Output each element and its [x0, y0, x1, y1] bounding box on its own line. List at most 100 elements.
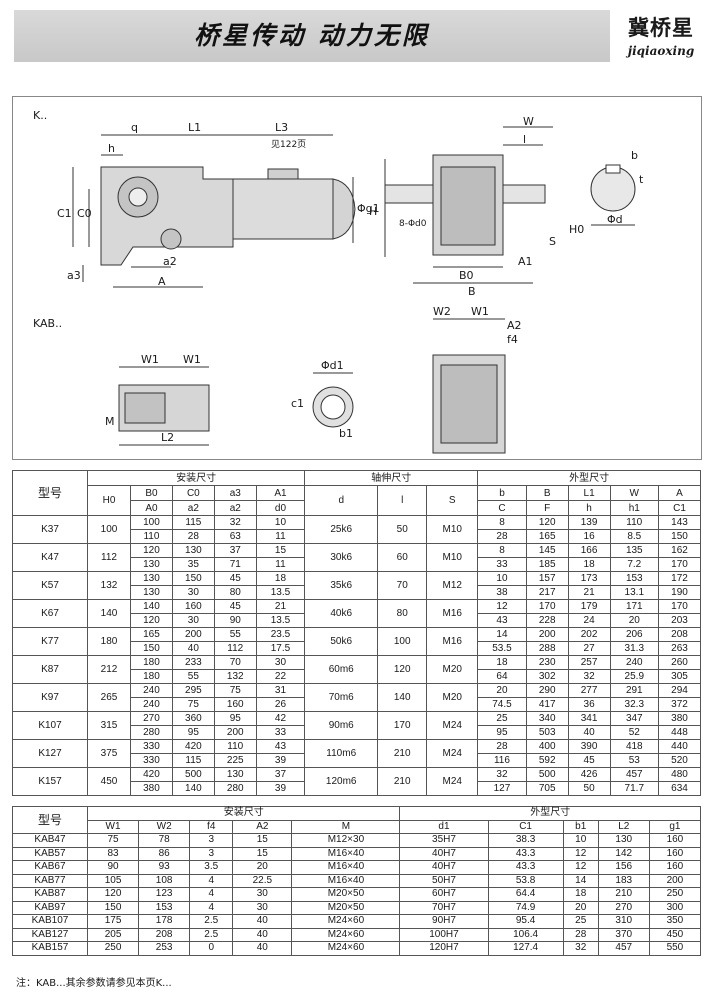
col-b0: B0 — [130, 485, 173, 501]
col-a2b: a2 — [213, 500, 257, 516]
outline-cell: 170 — [658, 557, 701, 572]
col-c1: C1 — [487, 819, 564, 834]
value-cell: 350 — [648, 914, 702, 929]
install-cell: 11 — [255, 529, 306, 544]
value-cell: 200 — [648, 873, 702, 888]
outline-cell: 277 — [567, 683, 611, 698]
dim-d0: 8-Φd0 — [399, 219, 427, 229]
h0-cell: 212 — [87, 655, 131, 684]
install-cell: 225 — [213, 753, 257, 768]
value-cell: 183 — [597, 873, 650, 888]
value-cell: 208 — [138, 927, 191, 942]
col-a: A — [658, 485, 701, 501]
value-cell: 253 — [138, 941, 191, 956]
col-w2: W2 — [138, 819, 191, 834]
install-cell: 13.5 — [255, 613, 306, 628]
install-cell: 45 — [213, 571, 257, 586]
outline-cell: 390 — [567, 739, 611, 754]
value-cell: 130 — [597, 833, 650, 848]
dim-l2: L2 — [161, 431, 175, 444]
value-cell: 50H7 — [399, 873, 489, 888]
outline-cell: 32 — [567, 669, 611, 684]
col-a1: A1 — [255, 485, 306, 501]
outline-cell: 206 — [609, 627, 660, 642]
dim-a3: a3 — [67, 269, 81, 282]
outline-cell: 116 — [477, 753, 527, 768]
dim-l: l — [523, 133, 527, 146]
model-cell: KAB127 — [12, 927, 88, 942]
col-h0: H0 — [87, 485, 131, 516]
h0-cell: 112 — [87, 543, 131, 572]
model-cell: K67 — [12, 599, 88, 628]
value-cell: 123 — [138, 887, 191, 902]
outline-cell: 120 — [525, 515, 569, 530]
install-cell: 240 — [130, 697, 173, 712]
value-cell: 38.3 — [487, 833, 564, 848]
h0-cell: 450 — [87, 767, 131, 796]
value-cell: 205 — [86, 927, 140, 942]
view-label-k: K.. — [33, 109, 48, 122]
value-cell: M24×60 — [291, 927, 401, 942]
header-model-kab: 型号 — [12, 806, 88, 834]
value-cell: M16×40 — [291, 873, 401, 888]
col-s: S — [426, 485, 479, 516]
value-cell: 106.4 — [487, 927, 564, 942]
outline-cell: 33 — [477, 557, 527, 572]
value-cell: 108 — [138, 873, 191, 888]
shaft-l-cell: 70 — [377, 571, 428, 600]
value-cell: 14 — [562, 873, 599, 888]
outline-cell: 25.9 — [609, 669, 660, 684]
shaft-s-cell: M24 — [426, 711, 479, 740]
value-cell: 43.3 — [487, 860, 564, 875]
value-cell: 53.8 — [487, 873, 564, 888]
install-cell: 180 — [130, 669, 173, 684]
install-cell: 140 — [130, 599, 173, 614]
install-cell: 35 — [171, 557, 215, 572]
outline-cell: 294 — [658, 683, 701, 698]
col-f4: f4 — [189, 819, 234, 834]
outline-cell: 24 — [567, 613, 611, 628]
dim-a1: A1 — [518, 255, 533, 268]
install-cell: 120 — [130, 543, 173, 558]
value-cell: 15 — [232, 846, 293, 861]
outline-cell: 145 — [525, 543, 569, 558]
note-page-122: 见122页 — [271, 140, 307, 150]
value-cell: 160 — [648, 846, 702, 861]
value-cell: 270 — [597, 900, 650, 915]
install-cell: 200 — [171, 627, 215, 642]
dim-w1b-kab: W1 — [183, 353, 201, 366]
install-cell: 90 — [213, 613, 257, 628]
outline-cell: 153 — [609, 571, 660, 586]
outline-cell: 341 — [567, 711, 611, 726]
install-cell: 380 — [130, 781, 173, 796]
outline-cell: 173 — [567, 571, 611, 586]
model-cell: KAB67 — [12, 860, 88, 875]
outline-cell: 202 — [567, 627, 611, 642]
outline-cell: 31.3 — [609, 641, 660, 656]
value-cell: 20 — [232, 860, 293, 875]
value-cell: 310 — [597, 914, 650, 929]
value-cell: 30 — [232, 900, 293, 915]
value-cell: 457 — [597, 941, 650, 956]
dim-w1-kab: W1 — [141, 353, 159, 366]
dim-d1: Φd1 — [321, 359, 344, 372]
view-label-kab: KAB.. — [33, 317, 63, 330]
col-b: b — [477, 485, 527, 501]
install-cell: 420 — [171, 739, 215, 754]
outline-cell: 25 — [477, 711, 527, 726]
outline-cell: 203 — [658, 613, 701, 628]
value-cell: 3.5 — [189, 860, 234, 875]
value-cell: 120 — [86, 887, 140, 902]
value-cell: 550 — [648, 941, 702, 956]
